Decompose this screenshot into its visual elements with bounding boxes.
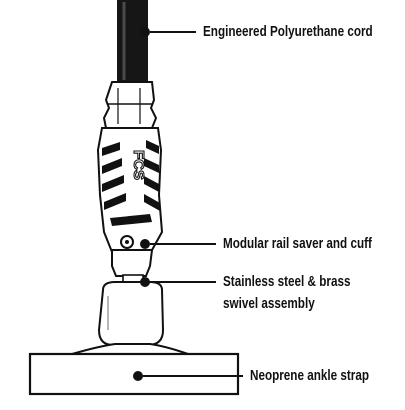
swivel-callout-dot: [140, 277, 150, 287]
cord-label: Engineered Polyurethane cord: [203, 23, 373, 40]
rail-saver-pin-center: [125, 240, 129, 244]
rail-saver: [111, 249, 154, 277]
swivel-label-line-2: swivel assembly: [223, 295, 315, 312]
cuff-upper-ridge: [117, 88, 141, 124]
strap-callout-dot: [133, 371, 143, 381]
ankle-strap-label: Neoprene ankle strap: [250, 367, 369, 384]
cuff-upper: [102, 81, 158, 129]
fcs-brand-logo: FCS: [130, 150, 147, 180]
cord-callout-dot: [140, 27, 150, 37]
swivel-label-line-1: Stainless steel & brass: [223, 273, 351, 290]
polyurethane-cord: [117, 0, 148, 82]
cuff-grip-stripes: [102, 140, 160, 226]
rail-saver-callout-dot: [140, 239, 150, 249]
swivel-housing: [97, 281, 165, 346]
swivel-callout-line: [150, 281, 216, 283]
strap-callout-line: [143, 375, 243, 377]
rail-saver-label: Modular rail saver and cuff: [223, 235, 372, 252]
strap-tab: [71, 343, 189, 355]
cord-callout-line: [150, 31, 196, 33]
rail-saver-callout-line: [150, 243, 216, 245]
